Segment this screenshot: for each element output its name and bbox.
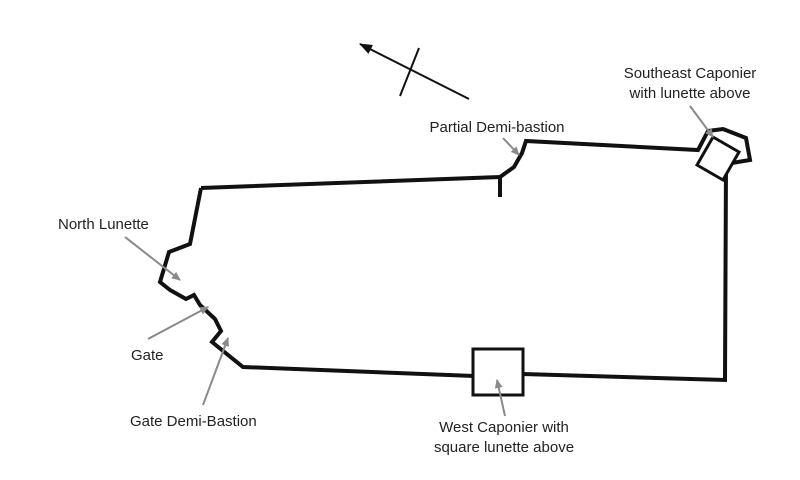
gate-arrow: [147, 306, 209, 340]
north-lunette-arrow: [124, 236, 181, 281]
southeast-caponier-arrow: [689, 105, 714, 138]
leader-arrows: [124, 105, 714, 417]
gate-demi-bastion-label: Gate Demi-Bastion: [130, 413, 257, 430]
southeast-caponier-label: Southeast Caponier with lunette above: [623, 65, 757, 102]
west-caponier-label: West Caponier with square lunette above: [433, 419, 575, 456]
north-lunette-label: North Lunette: [58, 216, 149, 233]
fort-outline: [157, 126, 753, 383]
north-arrow-icon: [359, 43, 470, 100]
partial-demi-bastion-arrow: [502, 137, 520, 156]
west-caponier-arrow: [494, 379, 506, 417]
gate-demi-bastion-arrow: [202, 337, 229, 406]
southeast-caponier: [694, 134, 742, 183]
gate-label: Gate: [131, 347, 164, 364]
partial-demi-bastion-label: Partial Demi-bastion: [429, 119, 565, 136]
